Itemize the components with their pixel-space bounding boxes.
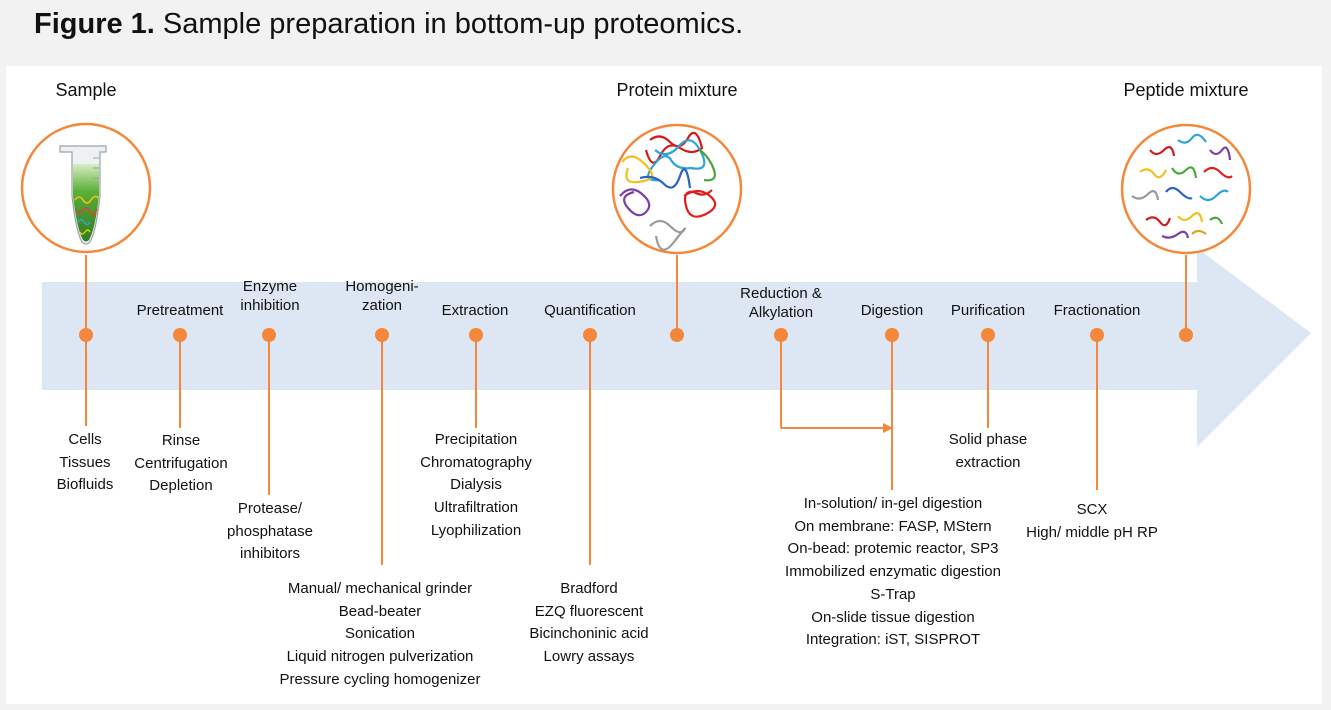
step-label-digestion: Digestion — [860, 302, 924, 319]
header-peptide-mixture: Peptide mixture — [1123, 80, 1249, 100]
step-label-pretreatment: Pretreatment — [136, 302, 224, 319]
step-label-enzyme-inhibition: Enzyme inhibition — [240, 278, 300, 314]
dot-protein — [670, 328, 684, 342]
step-label-extraction: Extraction — [441, 302, 509, 319]
details-fractionation: SCX High/ middle pH RP — [1026, 501, 1158, 541]
details-sample: Cells Tissues Biofluids — [56, 431, 114, 494]
sample-tube-icon — [20, 122, 152, 254]
details-pretreatment: Rinse Centrifugation Depletion — [134, 432, 228, 495]
arrowhead — [883, 423, 893, 433]
protein-tangle-icon — [611, 123, 743, 255]
connector-lines — [85, 255, 1187, 565]
step-label-fractionation: Fractionation — [1053, 302, 1141, 319]
figure-title: Sample preparation in bottom-up proteomi… — [162, 8, 744, 40]
dot-fractionation — [1090, 328, 1104, 342]
details-purification: Solid phase extraction — [948, 431, 1028, 471]
details-quantification: Bradford EZQ fluorescent Bicinchoninic a… — [529, 580, 649, 666]
dot-sample — [79, 328, 93, 342]
dot-extraction — [469, 328, 483, 342]
details-homogenization: Manual/ mechanical grinder Bead-beater S… — [279, 580, 481, 688]
dot-inhibition — [262, 328, 276, 342]
step-dots — [79, 328, 1193, 342]
step-label-reduction-alkylation: Reduction & Alkylation — [740, 285, 822, 321]
step-label-homogenization: Homogeni- zation — [345, 278, 419, 314]
header-protein-mixture: Protein mixture — [616, 80, 738, 100]
header-sample: Sample — [55, 80, 117, 100]
workflow-arrow — [42, 248, 1311, 447]
details-inhibition: Protease/ phosphatase inhibitors — [227, 500, 313, 563]
dot-purification — [981, 328, 995, 342]
dot-pretreatment — [173, 328, 187, 342]
details-extraction: Precipitation Chromatography Dialysis Ul… — [420, 431, 532, 539]
figure-label: Figure 1. — [34, 8, 155, 40]
dot-homogenization — [375, 328, 389, 342]
figure-caption: Figure 1. Sample preparation in bottom-u… — [34, 8, 743, 41]
dot-digestion — [885, 328, 899, 342]
details-digestion: In-solution/ in-gel digestion On membran… — [785, 495, 1001, 649]
step-label-purification: Purification — [950, 302, 1026, 319]
peptide-fragments-icon — [1120, 123, 1252, 255]
dot-peptide — [1179, 328, 1193, 342]
step-label-quantification: Quantification — [544, 302, 636, 319]
dot-quantification — [583, 328, 597, 342]
dot-reduction — [774, 328, 788, 342]
